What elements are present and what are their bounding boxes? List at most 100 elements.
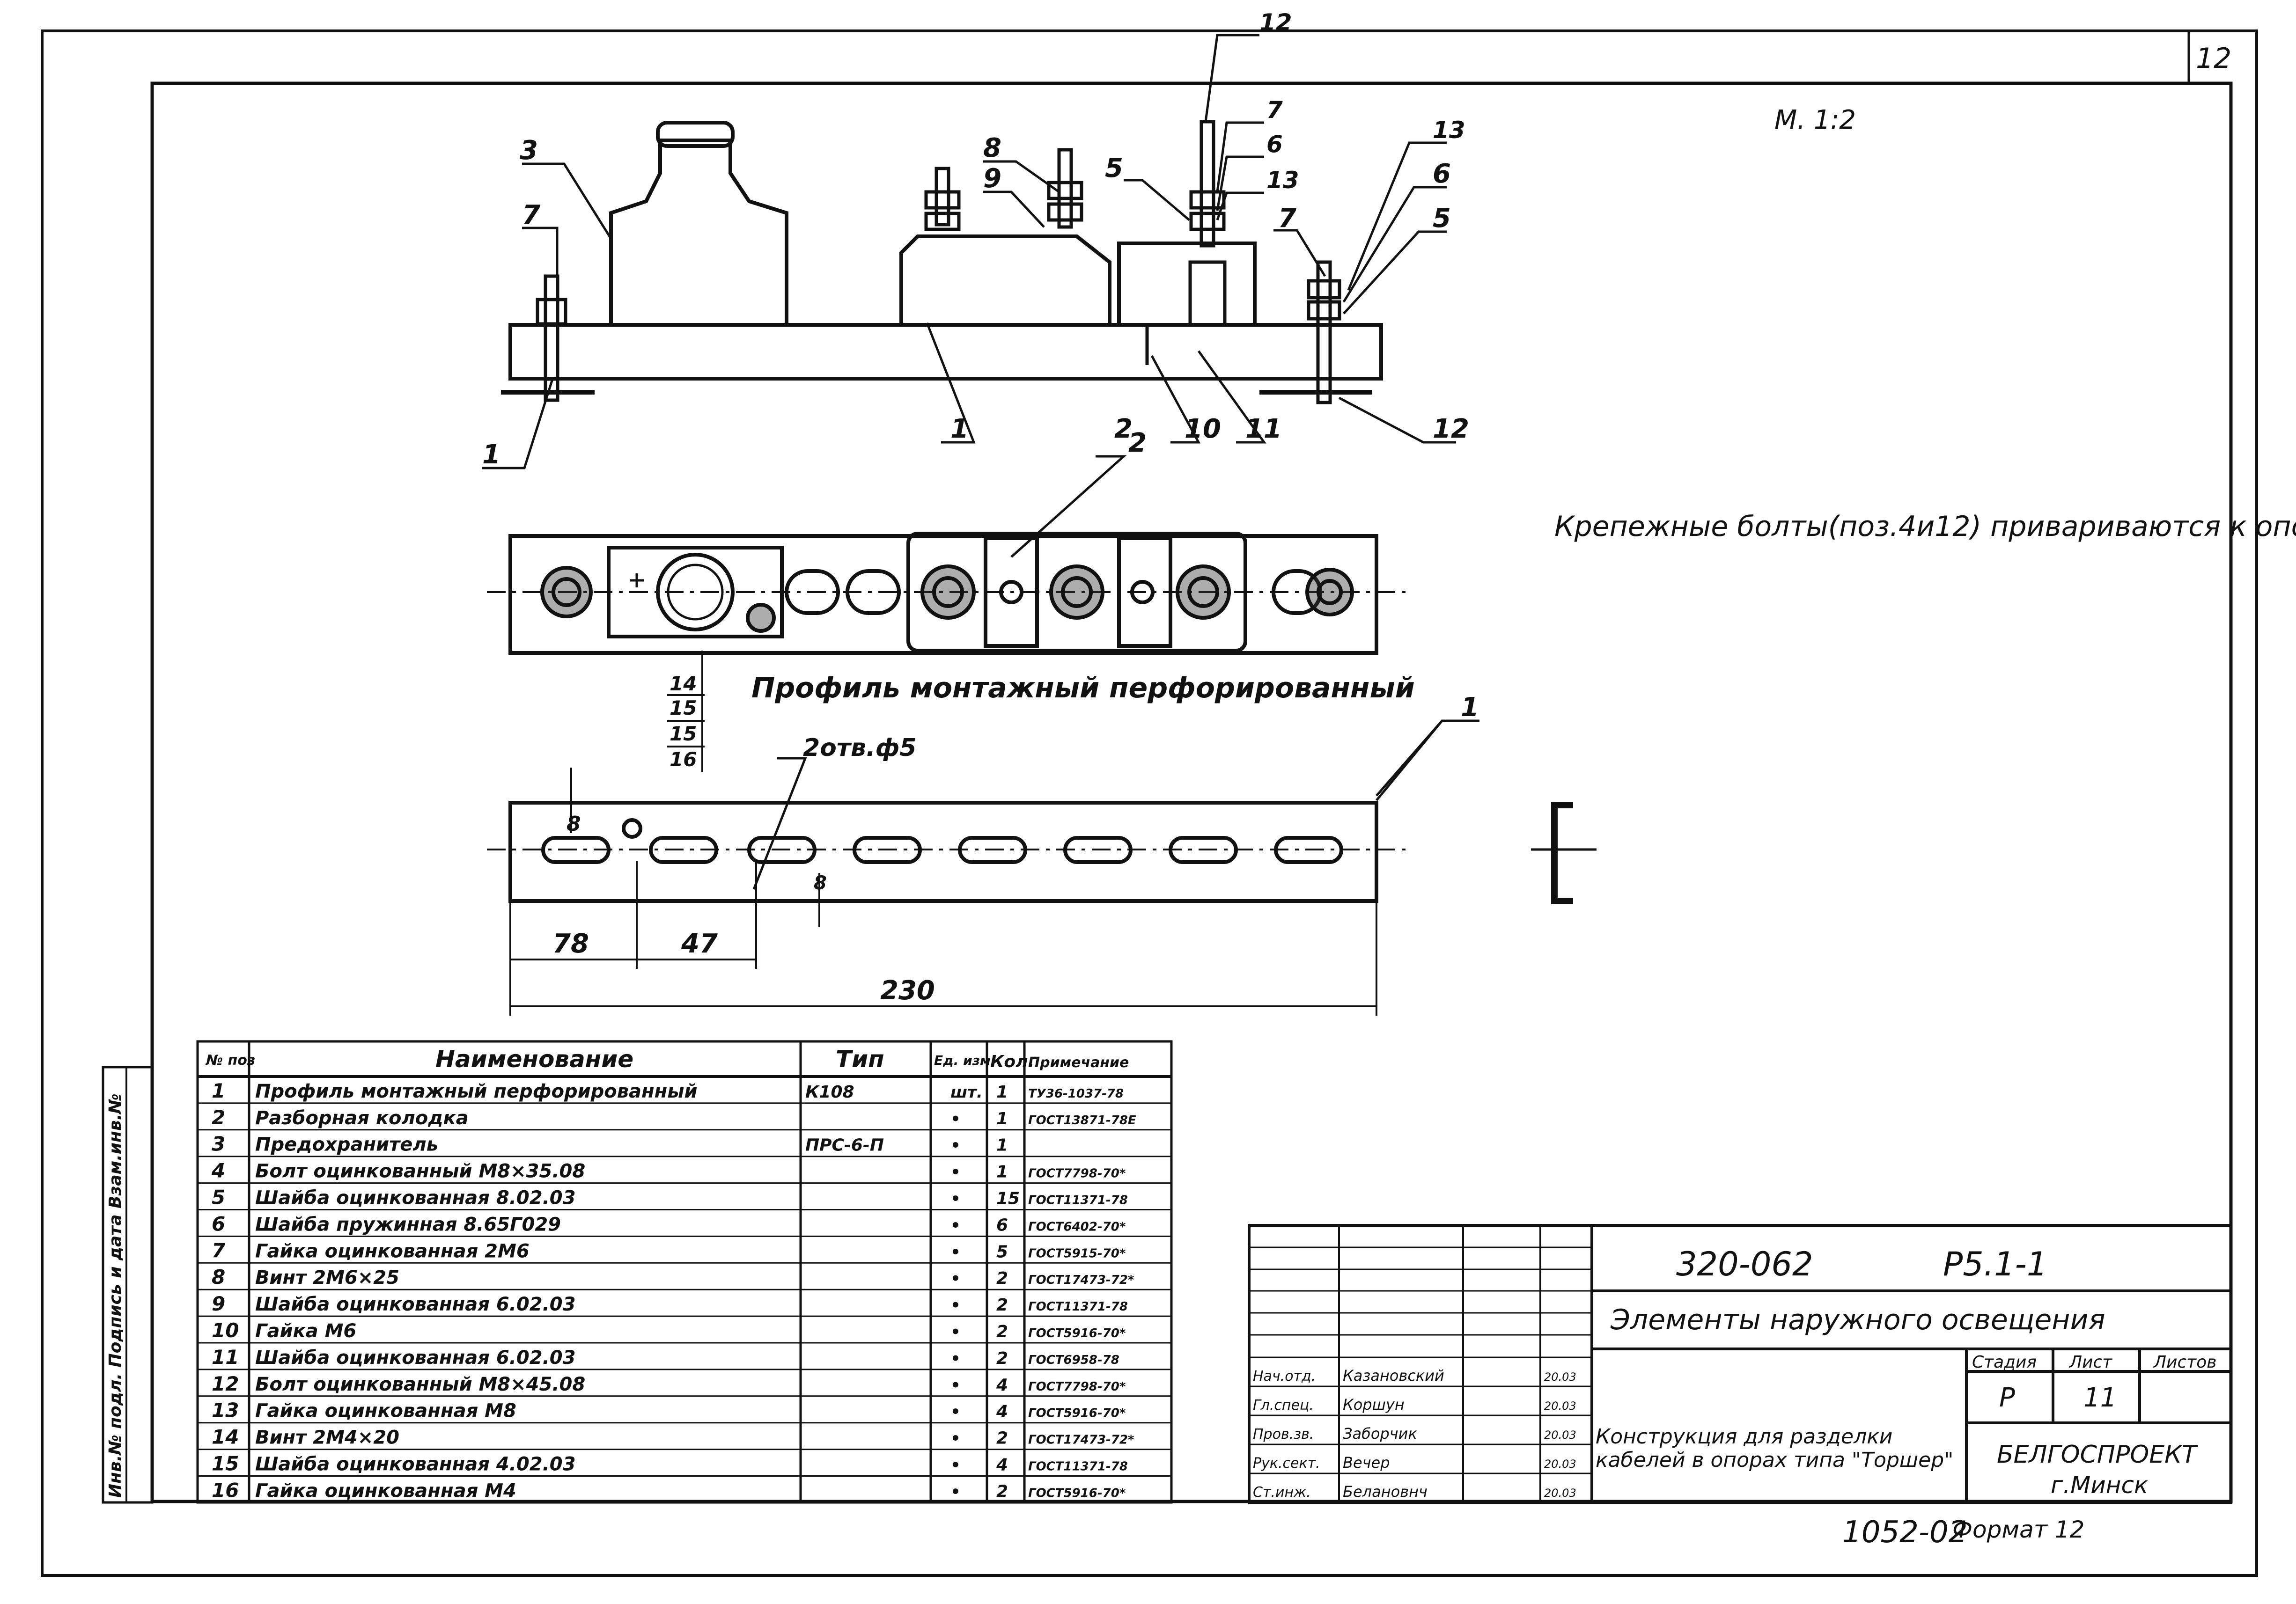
table-cell: 4 — [996, 1376, 1008, 1395]
table-cell: ГОСТ11371-78 — [1028, 1300, 1128, 1314]
callout-5b: 5 — [1433, 203, 1451, 234]
callout-13a: 13 — [1266, 167, 1299, 194]
table-cell: 15 — [996, 1189, 1020, 1208]
terminal-block — [899, 234, 1111, 325]
callout-2a: 2 — [1114, 414, 1133, 444]
dim-47: 47 — [681, 929, 718, 959]
table-cell: 3 — [212, 1133, 225, 1156]
people-cell: 20.03 — [1544, 1370, 1576, 1384]
document-code: 320-062 — [1676, 1245, 1813, 1283]
spec-table-grid — [196, 1040, 1173, 1504]
people-cell: Заборчик — [1343, 1425, 1417, 1443]
table-cell: 2 — [212, 1106, 225, 1129]
table-cell: 14 — [212, 1426, 239, 1449]
stage-value: Р — [1999, 1383, 2015, 1413]
format-label: Формат 12 — [1952, 1516, 2084, 1543]
note-line: Крепежные болты(поз.4и12) привариваются … — [1554, 510, 2296, 543]
table-cell: Разборная колодка — [255, 1107, 469, 1129]
callout-15b: 15 — [670, 722, 697, 745]
spec-table-header: № поз Наименование Тип Ед. изм. Кол. При… — [205, 1046, 1129, 1073]
corner-sheet-number: 12 — [2196, 42, 2231, 75]
dim-230: 230 — [880, 975, 935, 1006]
section-code: Р5.1-1 — [1943, 1245, 2047, 1283]
callout-2b: 2 — [1128, 428, 1147, 458]
table-cell: 16 — [212, 1479, 239, 1501]
table-cell: 12 — [212, 1372, 239, 1395]
table-cell: 4 — [996, 1402, 1008, 1421]
table-cell: ГОСТ5915-70* — [1028, 1246, 1126, 1260]
table-cell: Болт оцинкованный М8×35.08 — [255, 1161, 585, 1182]
table-cell: К108 — [805, 1083, 854, 1102]
table-cell: 4 — [211, 1159, 225, 1182]
callout-5a: 5 — [1105, 153, 1123, 183]
table-cell: ГОСТ11371-78 — [1028, 1194, 1128, 1208]
table-cell: Шайба оцинкованная 6.02.03 — [255, 1347, 575, 1369]
table-cell: Профиль монтажный перфорированный — [255, 1081, 698, 1102]
people-cell: Пров.зв. — [1253, 1426, 1314, 1443]
inner-frame — [150, 81, 2233, 1503]
table-cell: 11 — [212, 1346, 239, 1369]
table-cell: Шайба пружинная 8.65Г029 — [255, 1214, 561, 1235]
callout-7c: 7 — [1278, 203, 1296, 234]
plan-callout-stack: 14 15 15 16 — [667, 651, 705, 772]
callout-11: 11 — [1245, 414, 1282, 444]
table-cell: 2 — [996, 1322, 1008, 1341]
table-cell: Гайка М6 — [255, 1320, 356, 1342]
header-note: Примечание — [1028, 1055, 1129, 1071]
sheets-header: Листов — [2153, 1353, 2216, 1372]
side-stamp-text: Инв.№ подл. Подпись и дата Взам.инв.№ — [106, 1093, 125, 1498]
table-cell: ГОСТ7798-70* — [1028, 1167, 1126, 1181]
table-cell: ГОСТ17473-72* — [1028, 1433, 1134, 1447]
title-block — [1248, 1224, 2232, 1504]
callout-1b: 1 — [482, 439, 500, 470]
table-cell: ГОСТ5916-70* — [1028, 1406, 1126, 1421]
people-cell: Казановский — [1343, 1367, 1444, 1384]
callout-1a: 1 — [950, 414, 969, 444]
table-cell: 1 — [212, 1079, 225, 1102]
table-cell: • — [950, 1403, 961, 1421]
table-cell: • — [950, 1163, 961, 1182]
front-profile-bar — [508, 323, 1383, 381]
table-cell: Гайка оцинкованная 2М6 — [255, 1240, 530, 1262]
people-cell: Гл.спец. — [1253, 1397, 1314, 1414]
callout-12a: 12 — [1259, 9, 1292, 36]
callout-6b: 6 — [1433, 159, 1451, 189]
table-cell: • — [950, 1110, 961, 1128]
dim-holes: 2отв.ф5 — [803, 734, 916, 762]
organization: БЕЛГОСПРОЕКТ — [1997, 1441, 2199, 1469]
studs — [536, 120, 1341, 404]
people-cell: Белановнч — [1343, 1483, 1428, 1501]
drawing-title-box: Конструкция для разделки кабелей в опора… — [1596, 1425, 1953, 1472]
callout-7a: 7 — [522, 200, 540, 230]
plan-profile-bar — [508, 534, 1378, 655]
callout-9: 9 — [983, 163, 1001, 194]
table-cell: • — [950, 1429, 961, 1448]
table-cell: 2 — [996, 1269, 1008, 1288]
table-cell: шт. — [950, 1083, 983, 1102]
callout-15a: 15 — [670, 696, 697, 719]
table-cell: • — [950, 1456, 961, 1475]
table-cell: ГОСТ6402-70* — [1028, 1220, 1126, 1234]
table-cell: Предохранитель — [255, 1134, 438, 1156]
table-cell: 10 — [212, 1319, 239, 1342]
sheet-header: Лист — [2068, 1353, 2112, 1372]
table-cell: Шайба оцинкованная 6.02.03 — [255, 1294, 575, 1315]
table-cell: • — [950, 1243, 961, 1261]
table-cell: 8 — [212, 1266, 225, 1289]
callout-3: 3 — [520, 135, 538, 166]
callout-10: 10 — [1185, 414, 1221, 444]
people-cell: Рук.сект. — [1253, 1455, 1320, 1472]
plan-bolt-1 — [540, 566, 593, 618]
table-cell: Шайба оцинкованная 8.02.03 — [255, 1187, 575, 1209]
table-cell: • — [950, 1323, 961, 1341]
spec-table-rows: 1 Профиль монтажный перфорированный К108 шт… — [198, 1079, 1171, 1503]
table-cell: Болт оцинкованный М8×45.08 — [255, 1374, 585, 1395]
table-cell: 2 — [996, 1482, 1008, 1501]
callout-16: 16 — [670, 748, 697, 771]
fuse-holder-body — [609, 139, 788, 325]
header-pos: № поз — [205, 1052, 255, 1069]
plan-nut-1 — [920, 564, 976, 620]
table-cell: ГОСТ17473-72* — [1028, 1273, 1134, 1287]
